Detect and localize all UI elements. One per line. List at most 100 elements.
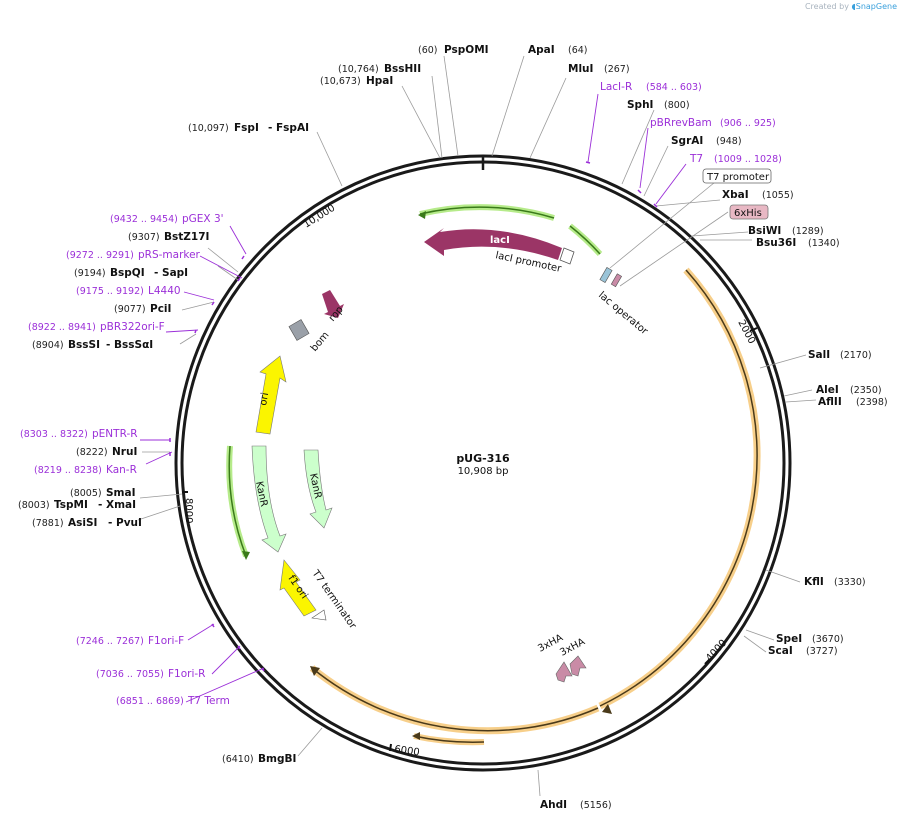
enzyme-alei[interactable]: AleI (2350) xyxy=(816,384,882,396)
orf-arc-right xyxy=(598,267,761,714)
svg-text:BstZ17I: BstZ17I xyxy=(164,231,209,243)
primer-t7[interactable]: T7 (1009 .. 1028) xyxy=(689,153,782,165)
svg-text:6000: 6000 xyxy=(394,744,421,758)
svg-text:(3727): (3727) xyxy=(806,646,838,657)
primer-f1ori-f[interactable]: (7246 .. 7267) F1ori-F xyxy=(76,635,184,647)
svg-text:- BssSαI: - BssSαI xyxy=(106,339,153,351)
primer-kan-r[interactable]: (8219 .. 8238) Kan-R xyxy=(34,464,137,476)
svg-text:(9272 .. 9291): (9272 .. 9291) xyxy=(66,250,134,261)
enzyme-asisi[interactable]: (7881) AsiSI - PvuI xyxy=(32,517,142,529)
bom-feature[interactable]: bom xyxy=(288,319,332,354)
primer-prs-marker[interactable]: (9272 .. 9291) pRS-marker xyxy=(66,249,201,261)
enzyme-bsshii[interactable]: (10,764) BssHII xyxy=(338,63,421,75)
svg-text:(2398): (2398) xyxy=(856,397,888,408)
enzyme-nrui[interactable]: (8222) NruI xyxy=(76,446,137,458)
enzyme-scai[interactable]: ScaI (3727) xyxy=(768,645,838,657)
primer-laci-r[interactable]: LacI-R (584 .. 603) xyxy=(600,81,702,93)
his-tag-box[interactable]: 6xHis xyxy=(729,204,769,220)
laci-feature[interactable]: lacI lacI promoter xyxy=(424,228,575,275)
svg-text:AhdI: AhdI xyxy=(540,799,567,811)
enzyme-bsu36i[interactable]: Bsu36I (1340) xyxy=(756,237,840,249)
enzyme-bsssi[interactable]: (8904) BssSI - BssSαI xyxy=(32,339,153,351)
svg-text:BmgBI: BmgBI xyxy=(258,753,296,765)
svg-text:(7036 .. 7055): (7036 .. 7055) xyxy=(96,669,164,680)
svg-text:(948): (948) xyxy=(716,136,742,147)
enzyme-smai[interactable]: (8005) SmaI xyxy=(70,487,136,499)
svg-text:T7 promoter: T7 promoter xyxy=(706,172,770,183)
svg-text:(10,673): (10,673) xyxy=(320,76,361,87)
green-arc-laci xyxy=(568,223,603,257)
svg-text:AsiSI: AsiSI xyxy=(68,517,97,529)
enzyme-sgrai[interactable]: SgrAI (948) xyxy=(671,135,742,147)
svg-text:(800): (800) xyxy=(664,100,690,111)
lac-operator-feature[interactable]: lac operator xyxy=(596,267,650,338)
enzyme-ahdi[interactable]: AhdI (5156) xyxy=(540,799,612,811)
svg-text:(1289): (1289) xyxy=(792,226,824,237)
kanr-feature-right[interactable]: KanR xyxy=(303,449,333,529)
enzyme-fspi[interactable]: (10,097) FspI - FspAI xyxy=(188,122,309,134)
svg-text:(3670): (3670) xyxy=(812,634,844,645)
svg-text:(267): (267) xyxy=(604,64,630,75)
primer-markers xyxy=(169,161,658,672)
svg-text:XbaI: XbaI xyxy=(722,189,749,201)
svg-text:(60): (60) xyxy=(418,45,438,56)
enzyme-aflii[interactable]: AflII (2398) xyxy=(818,396,888,408)
enzyme-bmgbi[interactable]: (6410) BmgBI xyxy=(222,753,296,765)
enzyme-bspqi[interactable]: (9194) BspQI - SapI xyxy=(74,267,188,279)
svg-text:- XmaI: - XmaI xyxy=(98,499,136,511)
tick-6000: 6000 xyxy=(389,743,421,759)
svg-text:(5156): (5156) xyxy=(580,800,612,811)
enzyme-apai[interactable]: ApaI (64) xyxy=(528,44,588,56)
svg-text:(64): (64) xyxy=(568,45,588,56)
svg-text:SgrAI: SgrAI xyxy=(671,135,703,147)
t7-promoter-box[interactable]: T7 promoter xyxy=(702,168,772,184)
enzyme-bstz17i[interactable]: (9307) BstZ17I xyxy=(128,231,209,243)
primer-pbr322ori-f[interactable]: (8922 .. 8941) pBR322ori-F xyxy=(28,321,165,333)
svg-text:SphI: SphI xyxy=(627,99,653,111)
svg-text:(9077): (9077) xyxy=(114,304,146,315)
primer-t7-term[interactable]: (6851 .. 6869) T7 Term xyxy=(116,695,230,707)
kanr-feature-left[interactable]: KanR xyxy=(251,445,287,553)
kanr-left-label: KanR xyxy=(253,480,269,508)
primer-l4440[interactable]: (9175 .. 9192) L4440 xyxy=(76,285,181,297)
svg-text:AleI: AleI xyxy=(816,384,839,396)
snapgene-logo-icon: ◖ xyxy=(851,2,856,11)
primer-pbrrevbam[interactable]: pBRrevBam (906 .. 925) xyxy=(650,117,776,129)
enzyme-bsiwi[interactable]: BsiWI (1289) xyxy=(748,225,824,237)
svg-text:- FspAI: - FspAI xyxy=(268,122,309,134)
svg-text:TspMI: TspMI xyxy=(54,499,88,511)
svg-text:8000: 8000 xyxy=(183,498,194,523)
svg-text:SalI: SalI xyxy=(808,349,830,361)
green-arc-top xyxy=(418,204,555,221)
ha-feature-1[interactable]: 3xHA xyxy=(536,632,573,683)
rop-feature[interactable]: rop xyxy=(322,290,346,324)
enzyme-sphi[interactable]: SphI (800) xyxy=(627,99,690,111)
svg-text:Kan-R: Kan-R xyxy=(106,464,137,476)
svg-text:(1340): (1340) xyxy=(808,238,840,249)
svg-text:L4440: L4440 xyxy=(148,285,181,297)
primer-pgex3[interactable]: (9432 .. 9454) pGEX 3' xyxy=(110,213,224,225)
svg-text:(8922 .. 8941): (8922 .. 8941) xyxy=(28,322,96,333)
f1-ori-feature[interactable]: f1 ori T7 terminator xyxy=(279,559,359,632)
enzyme-tspmi[interactable]: (8003) TspMI - XmaI xyxy=(18,499,136,511)
svg-text:BssSI: BssSI xyxy=(68,339,100,351)
enzyme-spei[interactable]: SpeI (3670) xyxy=(776,633,844,645)
enzyme-xbai[interactable]: XbaI (1055) xyxy=(722,189,794,201)
green-arc-left xyxy=(226,445,250,560)
enzyme-sali[interactable]: SalI (2170) xyxy=(808,349,872,361)
credit-brand: SnapGene xyxy=(855,2,897,11)
ori-feature[interactable]: ori xyxy=(255,355,287,435)
svg-text:6xHis: 6xHis xyxy=(734,208,762,219)
enzyme-mlui[interactable]: MluI (267) xyxy=(568,63,630,75)
svg-text:BssHII: BssHII xyxy=(384,63,421,75)
svg-text:(7246 .. 7267): (7246 .. 7267) xyxy=(76,636,144,647)
enzyme-pspomi[interactable]: (60) PspOMI xyxy=(418,44,489,56)
enzyme-pcii[interactable]: (9077) PciI xyxy=(114,303,171,315)
primer-pentr-r[interactable]: (8303 .. 8322) pENTR-R xyxy=(20,428,138,440)
svg-text:PspOMI: PspOMI xyxy=(444,44,489,56)
enzyme-kfli[interactable]: KflI (3330) xyxy=(804,576,866,588)
svg-text:(8219 .. 8238): (8219 .. 8238) xyxy=(34,465,102,476)
primer-f1ori-r[interactable]: (7036 .. 7055) F1ori-R xyxy=(96,668,205,680)
enzyme-hpai[interactable]: (10,673) HpaI xyxy=(320,75,393,87)
